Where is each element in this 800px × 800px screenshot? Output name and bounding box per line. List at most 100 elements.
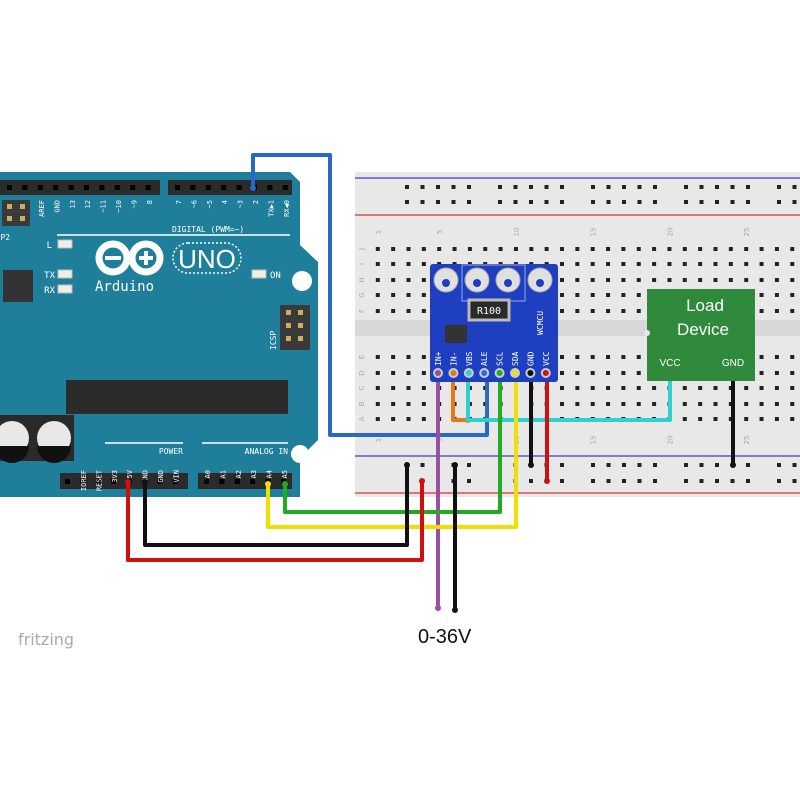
breadboard-hole[interactable] (636, 309, 641, 313)
rail-hole[interactable] (513, 185, 518, 189)
rail-hole[interactable] (715, 185, 719, 189)
breadboard-hole[interactable] (375, 247, 380, 251)
breadboard-hole[interactable] (391, 309, 396, 313)
breadboard-hole[interactable] (590, 355, 595, 359)
rail-hole[interactable] (684, 463, 688, 467)
breadboard-hole[interactable] (713, 247, 718, 251)
breadboard-hole[interactable] (375, 386, 380, 390)
breadboard-hole[interactable] (790, 355, 795, 359)
breadboard-hole[interactable] (636, 293, 641, 297)
header-pin[interactable] (236, 185, 242, 190)
header-pin[interactable] (234, 479, 240, 484)
breadboard-hole[interactable] (575, 309, 580, 313)
breadboard-hole[interactable] (774, 402, 779, 406)
rail-hole[interactable] (684, 479, 688, 483)
breadboard-hole[interactable] (421, 293, 426, 297)
breadboard-hole[interactable] (744, 247, 749, 251)
breadboard-hole[interactable] (790, 386, 795, 390)
breadboard-hole[interactable] (636, 355, 641, 359)
breadboard-hole[interactable] (713, 278, 718, 282)
breadboard-hole[interactable] (437, 247, 442, 251)
breadboard-hole[interactable] (406, 402, 411, 406)
breadboard-hole[interactable] (467, 247, 472, 251)
breadboard-hole[interactable] (713, 262, 718, 266)
breadboard-hole[interactable] (406, 278, 411, 282)
breadboard-hole[interactable] (606, 371, 611, 375)
breadboard-hole[interactable] (728, 402, 733, 406)
breadboard-hole[interactable] (590, 309, 595, 313)
breadboard-hole[interactable] (375, 293, 380, 297)
rail-hole[interactable] (622, 479, 626, 483)
breadboard-hole[interactable] (560, 355, 564, 359)
breadboard-hole[interactable] (759, 293, 764, 297)
breadboard-hole[interactable] (652, 402, 657, 406)
rail-hole[interactable] (746, 463, 750, 467)
rail-hole[interactable] (544, 185, 549, 189)
rail-hole[interactable] (730, 200, 735, 204)
breadboard-hole[interactable] (391, 247, 396, 251)
breadboard-hole[interactable] (682, 386, 687, 390)
rail-hole[interactable] (777, 479, 781, 483)
rail-hole[interactable] (792, 479, 797, 483)
header-pin[interactable] (250, 479, 256, 484)
rail-hole[interactable] (622, 463, 626, 467)
header-pin[interactable] (37, 185, 43, 190)
rail-hole[interactable] (730, 479, 735, 483)
red-wire[interactable] (126, 481, 424, 562)
rail-hole[interactable] (467, 200, 471, 204)
rail-hole[interactable] (606, 200, 611, 204)
rail-hole[interactable] (560, 200, 564, 204)
breadboard-hole[interactable] (606, 278, 611, 282)
rail-hole[interactable] (653, 200, 657, 204)
breadboard-hole[interactable] (606, 402, 611, 406)
breadboard-hole[interactable] (560, 293, 564, 297)
rail-hole[interactable] (606, 479, 611, 483)
rail-hole[interactable] (405, 200, 409, 204)
rail-hole[interactable] (529, 185, 533, 189)
rail-hole[interactable] (513, 200, 518, 204)
breadboard-hole[interactable] (375, 278, 380, 282)
wire-end[interactable] (265, 481, 271, 487)
breadboard-hole[interactable] (759, 309, 764, 313)
breadboard-hole[interactable] (682, 262, 687, 266)
header-pin[interactable] (219, 479, 225, 484)
rail-hole[interactable] (560, 185, 564, 189)
breadboard-hole[interactable] (667, 262, 672, 266)
rail-hole[interactable] (699, 463, 704, 467)
rail-hole[interactable] (560, 479, 564, 483)
header-pin[interactable] (7, 185, 12, 190)
rail-hole[interactable] (529, 479, 533, 483)
breadboard-hole[interactable] (575, 371, 580, 375)
breadboard-hole[interactable] (759, 417, 764, 421)
header-pin[interactable] (114, 185, 120, 190)
wire-end[interactable] (125, 479, 131, 485)
breadboard-hole[interactable] (759, 371, 764, 375)
breadboard-hole[interactable] (560, 386, 564, 390)
breadboard-hole[interactable] (744, 417, 749, 421)
rail-hole[interactable] (591, 200, 595, 204)
green-wire[interactable] (283, 372, 502, 514)
breadboard-hole[interactable] (774, 386, 779, 390)
wire-end[interactable] (282, 481, 288, 487)
header-pin[interactable] (267, 185, 273, 190)
breadboard-hole[interactable] (391, 262, 396, 266)
breadboard-hole[interactable] (621, 355, 626, 359)
breadboard-hole[interactable] (652, 247, 657, 251)
rail-hole[interactable] (637, 200, 642, 204)
breadboard-hole[interactable] (621, 247, 626, 251)
rail-hole[interactable] (436, 185, 440, 189)
breadboard-hole[interactable] (744, 402, 749, 406)
breadboard-hole[interactable] (744, 278, 749, 282)
rail-hole[interactable] (653, 185, 657, 189)
breadboard-hole[interactable] (759, 355, 764, 359)
breadboard-hole[interactable] (406, 371, 411, 375)
rail-hole[interactable] (777, 200, 781, 204)
breadboard-hole[interactable] (774, 262, 779, 266)
breadboard-hole[interactable] (590, 293, 595, 297)
breadboard-hole[interactable] (636, 247, 641, 251)
header-pin[interactable] (80, 479, 86, 484)
breadboard-hole[interactable] (575, 386, 580, 390)
breadboard-hole[interactable] (636, 371, 641, 375)
header-pin[interactable] (22, 185, 28, 190)
rail-hole[interactable] (653, 463, 657, 467)
